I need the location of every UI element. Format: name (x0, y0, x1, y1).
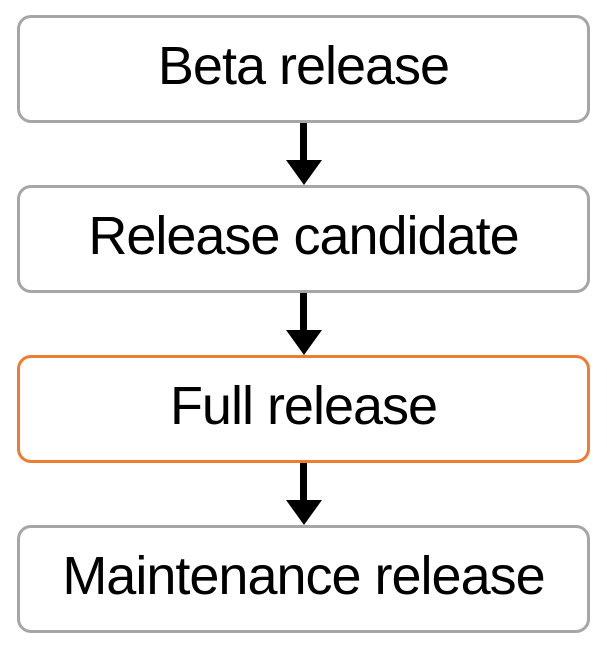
arrow-candidate-to-full (285, 293, 322, 355)
arrow-down-icon (285, 160, 322, 185)
arrow-down-icon (285, 330, 322, 355)
node-maintenance-release: Maintenance release (17, 525, 590, 633)
node-beta-release: Beta release (17, 15, 590, 123)
arrow-shaft (300, 293, 307, 330)
arrow-shaft (300, 123, 307, 160)
node-maintenance-release-label: Maintenance release (62, 546, 545, 606)
node-full-release: Full release (17, 355, 590, 463)
arrow-shaft (300, 463, 307, 500)
arrow-beta-to-candidate (285, 123, 322, 185)
node-beta-release-label: Beta release (157, 36, 450, 96)
node-full-release-label: Full release (169, 376, 438, 436)
arrow-down-icon (285, 500, 322, 525)
node-release-candidate-label: Release candidate (88, 206, 519, 266)
arrow-full-to-maintenance (285, 463, 322, 525)
node-release-candidate: Release candidate (17, 185, 590, 293)
